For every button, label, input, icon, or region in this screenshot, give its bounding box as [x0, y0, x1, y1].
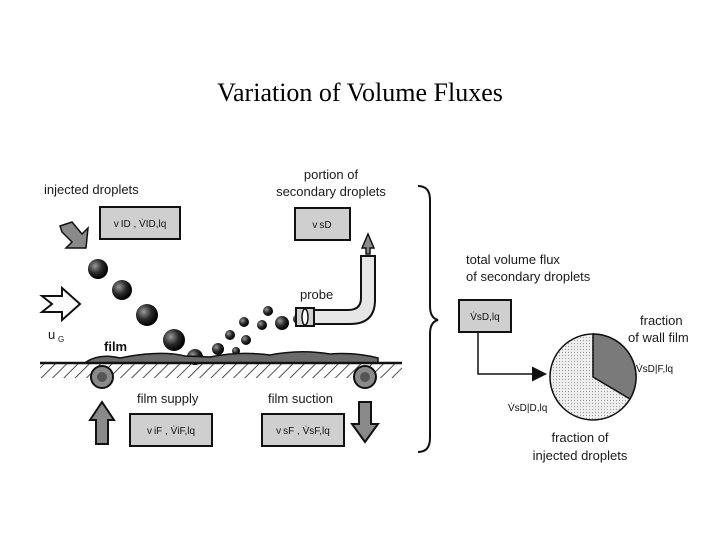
probe-label: probe — [300, 287, 333, 302]
of-wall-film-label: of wall film — [628, 330, 689, 345]
film-suction-label: film suction — [268, 391, 333, 406]
grouping-brace — [417, 185, 439, 453]
injection-arrow-icon — [59, 221, 89, 249]
gas-velocity-label: u — [48, 327, 55, 342]
droplet-2 — [112, 280, 132, 300]
film-label: film — [104, 339, 127, 354]
total-volume-flux-label: total volume flux — [466, 252, 560, 267]
slide-title: Variation of Volume Fluxes — [217, 78, 503, 107]
gas-flow-arrow-icon — [39, 285, 82, 323]
injected-droplets-fraction-label: injected droplets — [533, 448, 628, 463]
injected-flux-text: v ID , V̇ID,lq — [114, 217, 167, 230]
wall-film — [85, 351, 379, 364]
film-supply-label: film supply — [137, 391, 199, 406]
secondary-droplets — [212, 306, 303, 355]
injected-droplets-box: v ID , V̇ID,lq — [99, 206, 181, 240]
injected-droplets-label: injected droplets — [44, 182, 139, 197]
droplet-1 — [88, 259, 108, 279]
droplet-4 — [163, 329, 185, 351]
portion-of-label: portion of — [304, 167, 359, 182]
supply-flux-text: v iF , V̇iF,lq — [147, 424, 195, 437]
porous-element-left — [90, 365, 114, 389]
total-flux-box: V̇sD,lq — [458, 299, 512, 333]
secondary-flux-text: v sD — [312, 220, 331, 231]
flux-to-pie-arrow — [477, 333, 547, 382]
secondary-droplets-label: secondary droplets — [276, 184, 386, 199]
injected-fraction-symbol: V̇sD|D,lq — [508, 401, 547, 414]
probe — [295, 232, 376, 327]
of-secondary-droplets-label: of secondary droplets — [466, 269, 591, 284]
secondary-droplets-box: v sD — [294, 207, 351, 241]
gas-velocity-subscript: G — [58, 335, 64, 344]
film-suction-box: v sF , V̇sF,lq — [261, 413, 345, 447]
fraction-label: fraction — [640, 313, 683, 328]
fraction-pie — [549, 333, 637, 421]
injected-droplets — [88, 259, 203, 365]
total-flux-text: V̇sD,lq — [470, 310, 499, 323]
porous-element-right — [353, 365, 377, 389]
probe-outflow-arrow-icon — [360, 232, 376, 255]
droplet-3 — [136, 304, 158, 326]
fraction-of-label: fraction of — [551, 430, 608, 445]
film-supply-arrow-icon — [88, 400, 116, 445]
film-suction-arrow-icon — [350, 401, 380, 444]
suction-flux-text: v sF , V̇sF,lq — [276, 424, 330, 437]
wall-film-fraction-symbol: V̇sD|F,lq — [636, 362, 673, 375]
pie-wall-film-slice — [592, 333, 637, 401]
wall — [40, 361, 402, 378]
film-supply-box: v iF , V̇iF,lq — [129, 413, 213, 447]
